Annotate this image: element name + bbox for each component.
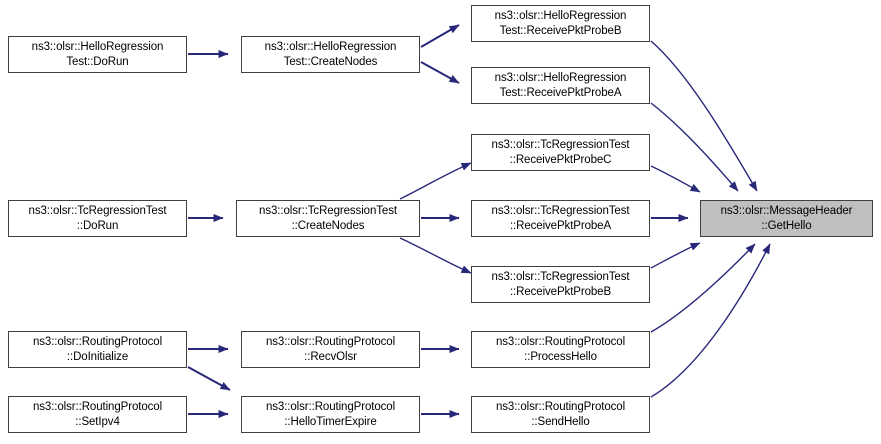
edge-tc-createnodes-to-tc-recvpktprobec — [399, 162, 472, 200]
node-label-tc-dorun: ns3::olsr::TcRegressionTest ::DoRun — [28, 205, 167, 232]
node-hello-recvpktprobea[interactable]: ns3::olsr::HelloRegression Test::Receive… — [471, 67, 650, 104]
node-label-rp-recvolsr: ns3::olsr::RoutingProtocol ::RecvOlsr — [265, 336, 396, 363]
node-tc-dorun[interactable]: ns3::olsr::TcRegressionTest ::DoRun — [8, 200, 187, 237]
node-hello-recvpktprobeb[interactable]: ns3::olsr::HelloRegression Test::Receive… — [471, 5, 650, 42]
node-label-hello-createnodes: ns3::olsr::HelloRegression Test::CreateN… — [264, 41, 397, 68]
node-label-tc-recvpktprobec: ns3::olsr::TcRegressionTest ::ReceivePkt… — [491, 139, 630, 166]
node-label-tc-recvpktprobea: ns3::olsr::TcRegressionTest ::ReceivePkt… — [491, 205, 630, 232]
node-label-tc-recvpktprobeb: ns3::olsr::TcRegressionTest ::ReceivePkt… — [491, 271, 630, 298]
node-messageheader-gethello[interactable]: ns3::olsr::MessageHeader ::GetHello — [700, 200, 873, 237]
node-hello-dorun[interactable]: ns3::olsr::HelloRegression Test::DoRun — [8, 36, 187, 73]
node-rp-recvolsr[interactable]: ns3::olsr::RoutingProtocol ::RecvOlsr — [241, 331, 420, 368]
node-label-rp-setipv4: ns3::olsr::RoutingProtocol ::SetIpv4 — [32, 401, 163, 428]
edge-tc-recvpktprobeb-to-messageheader-gethello — [650, 242, 701, 269]
node-tc-recvpktprobeb[interactable]: ns3::olsr::TcRegressionTest ::ReceivePkt… — [471, 266, 650, 303]
edge-hello-recvpktprobea-to-messageheader-gethello — [650, 102, 739, 192]
node-label-rp-processhello: ns3::olsr::RoutingProtocol ::ProcessHell… — [495, 336, 626, 363]
node-label-tc-createnodes: ns3::olsr::TcRegressionTest ::CreateNode… — [259, 205, 397, 232]
node-label-hello-recvpktprobea: ns3::olsr::HelloRegression Test::Receive… — [494, 72, 627, 99]
node-label-messageheader-gethello: ns3::olsr::MessageHeader ::GetHello — [720, 205, 853, 232]
node-label-hello-recvpktprobeb: ns3::olsr::HelloRegression Test::Receive… — [494, 10, 627, 37]
edge-tc-recvpktprobec-to-messageheader-gethello — [650, 165, 701, 193]
node-tc-recvpktprobec[interactable]: ns3::olsr::TcRegressionTest ::ReceivePkt… — [471, 134, 650, 171]
node-rp-sendhello[interactable]: ns3::olsr::RoutingProtocol ::SendHello — [471, 396, 650, 433]
node-label-hello-dorun: ns3::olsr::HelloRegression Test::DoRun — [31, 41, 164, 68]
node-rp-doinitialize[interactable]: ns3::olsr::RoutingProtocol ::DoInitializ… — [8, 331, 187, 368]
node-rp-hellotimerexpire[interactable]: ns3::olsr::RoutingProtocol ::HelloTimerE… — [241, 396, 420, 433]
node-tc-recvpktprobea[interactable]: ns3::olsr::TcRegressionTest ::ReceivePkt… — [471, 200, 650, 237]
node-rp-processhello[interactable]: ns3::olsr::RoutingProtocol ::ProcessHell… — [471, 331, 650, 368]
edge-rp-doinitialize-to-rp-hellotimerexpire — [187, 366, 231, 391]
edge-hello-createnodes-to-hello-recvpktprobea — [420, 61, 460, 84]
edge-rp-sendhello-to-messageheader-gethello — [650, 243, 771, 398]
node-label-rp-sendhello: ns3::olsr::RoutingProtocol ::SendHello — [495, 401, 626, 428]
node-tc-createnodes[interactable]: ns3::olsr::TcRegressionTest ::CreateNode… — [236, 200, 420, 237]
edge-hello-recvpktprobeb-to-messageheader-gethello — [650, 40, 758, 192]
node-rp-setipv4[interactable]: ns3::olsr::RoutingProtocol ::SetIpv4 — [8, 396, 187, 433]
node-label-rp-doinitialize: ns3::olsr::RoutingProtocol ::DoInitializ… — [32, 336, 163, 363]
node-hello-createnodes[interactable]: ns3::olsr::HelloRegression Test::CreateN… — [241, 36, 420, 73]
node-label-rp-hellotimerexpire: ns3::olsr::RoutingProtocol ::HelloTimerE… — [265, 401, 396, 428]
edge-tc-createnodes-to-tc-recvpktprobeb — [399, 237, 472, 274]
edge-rp-processhello-to-messageheader-gethello — [650, 243, 756, 333]
edge-hello-createnodes-to-hello-recvpktprobeb — [420, 24, 460, 48]
